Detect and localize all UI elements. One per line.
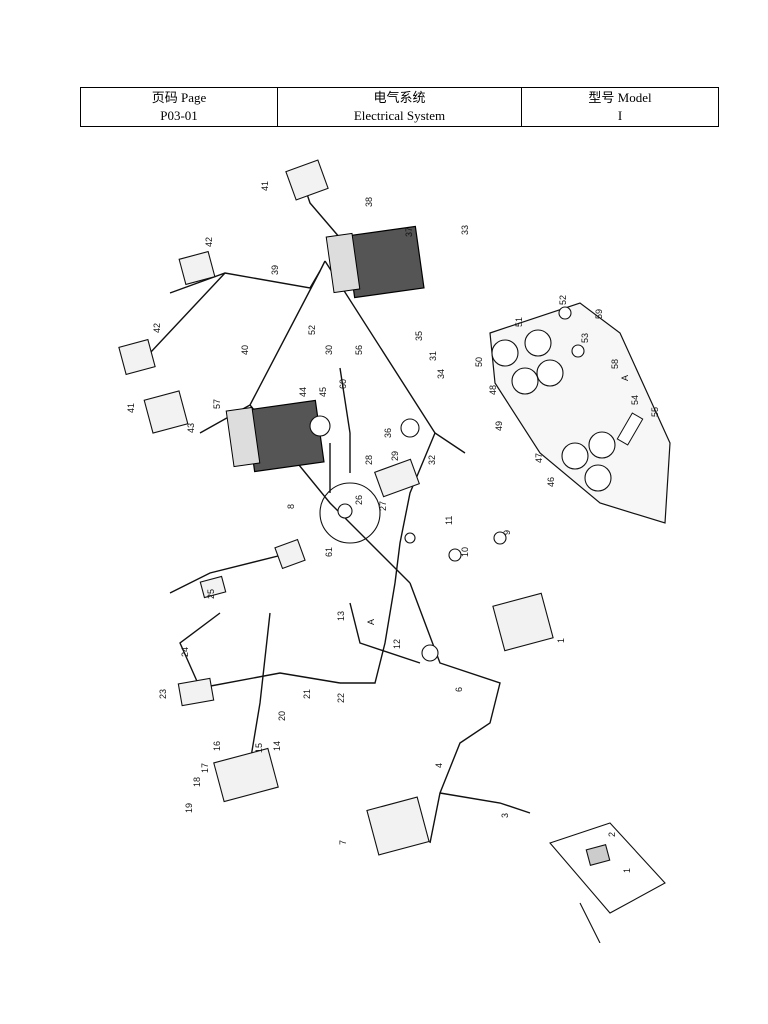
system-label-en: Electrical System	[353, 108, 446, 123]
drive-shaft	[549, 822, 666, 943]
callout-21: 21	[302, 689, 312, 699]
callout-12: 12	[392, 639, 402, 649]
callout-42-lower: 42	[152, 323, 162, 333]
callout-18: 18	[192, 777, 202, 787]
callout-labels: 41 42 42 38 37 33 39 52 30 56 35 31 34 4…	[126, 181, 660, 873]
callout-42-upper: 42	[204, 237, 214, 247]
callout-53: 53	[580, 333, 590, 343]
callout-2: 2	[607, 832, 617, 837]
instrument-panel	[489, 302, 671, 524]
callout-41-lower: 41	[126, 403, 136, 413]
callout-30: 30	[324, 345, 334, 355]
callout-43: 43	[186, 423, 196, 433]
callout-55: 55	[650, 407, 660, 417]
callout-56: 56	[354, 345, 364, 355]
callout-3: 3	[500, 813, 510, 818]
callout-61: 61	[324, 547, 334, 557]
callout-58: 58	[610, 359, 620, 369]
page-cell: 页码 Page P03-01	[80, 87, 278, 127]
component-boxes	[118, 159, 554, 856]
callout-34: 34	[436, 369, 446, 379]
callout-37: 37	[404, 227, 414, 237]
callout-39: 39	[270, 265, 280, 275]
model-cell: 型号 Model I	[521, 87, 719, 127]
callout-49: 49	[494, 421, 504, 431]
callout-28: 28	[364, 455, 374, 465]
round-components	[309, 415, 507, 662]
callout-44: 44	[298, 387, 308, 397]
model-value: I	[617, 108, 623, 123]
callout-31: 31	[428, 351, 438, 361]
callout-35: 35	[414, 331, 424, 341]
callout-19: 19	[184, 803, 194, 813]
callout-33: 33	[460, 225, 470, 235]
callout-26: 26	[354, 495, 364, 505]
callout-52: 52	[558, 295, 568, 305]
callout-54: 54	[630, 395, 640, 405]
callout-14: 14	[272, 741, 282, 751]
callout-view-a-panel: A	[620, 375, 630, 381]
callout-10: 10	[460, 547, 470, 557]
header-table: 页码 Page P03-01 电气系统 Electrical System 型号…	[80, 87, 719, 127]
callout-1-lower: 1	[622, 868, 632, 873]
callout-50: 50	[474, 357, 484, 367]
callout-40: 40	[240, 345, 250, 355]
callout-27: 27	[378, 501, 388, 511]
callout-8: 8	[286, 504, 296, 509]
callout-4: 4	[434, 763, 444, 768]
callout-6: 6	[454, 687, 464, 692]
callout-57: 57	[212, 399, 222, 409]
battery-upper	[325, 225, 425, 299]
callout-1-upper: 1	[556, 638, 566, 643]
electrical-system-diagram: 41 42 42 38 37 33 39 52 30 56 35 31 34 4…	[110, 143, 680, 943]
callout-9: 9	[502, 530, 512, 535]
callout-17: 17	[200, 763, 210, 773]
diagram-drawing: 41 42 42 38 37 33 39 52 30 56 35 31 34 4…	[118, 159, 671, 943]
callout-32: 32	[427, 455, 437, 465]
callout-52-wire: 52	[307, 325, 317, 335]
page-value: P03-01	[160, 108, 198, 123]
battery-lower	[225, 399, 325, 473]
callout-38: 38	[364, 197, 374, 207]
callout-60: 60	[338, 379, 348, 389]
system-label-cn: 电气系统	[373, 90, 426, 105]
callout-36: 36	[383, 428, 393, 438]
system-cell: 电气系统 Electrical System	[277, 87, 522, 127]
callout-41-upper: 41	[260, 181, 270, 191]
callout-16: 16	[212, 741, 222, 751]
callout-47: 47	[534, 453, 544, 463]
callout-24: 24	[180, 647, 190, 657]
callout-22: 22	[336, 693, 346, 703]
callout-25: 25	[206, 589, 216, 599]
callout-view-a: A	[366, 619, 376, 625]
callout-48: 48	[488, 385, 498, 395]
callout-45: 45	[318, 387, 328, 397]
callout-15: 15	[254, 743, 264, 753]
callout-59: 59	[594, 309, 604, 319]
callout-29: 29	[390, 451, 400, 461]
callout-7: 7	[338, 840, 348, 845]
model-label: 型号 Model	[588, 90, 652, 105]
callout-11: 11	[444, 516, 454, 525]
callout-46: 46	[546, 477, 556, 487]
page-label: 页码 Page	[151, 90, 207, 105]
callout-23: 23	[158, 689, 168, 699]
callout-51: 51	[514, 317, 524, 327]
callout-20: 20	[277, 711, 287, 721]
callout-13: 13	[336, 611, 346, 621]
